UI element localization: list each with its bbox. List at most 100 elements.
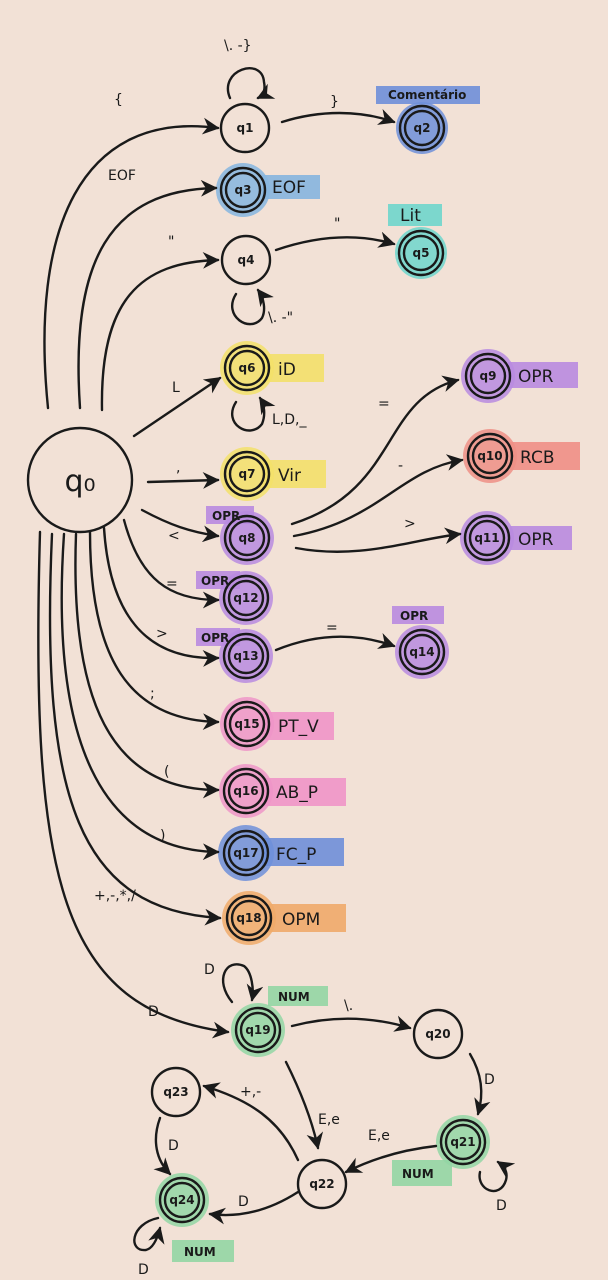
halo-q17 (218, 825, 274, 881)
halo-q6 (220, 341, 274, 395)
edge-q8-q11 (294, 527, 462, 553)
state-q10 (466, 432, 514, 480)
label-q0-q6: L (172, 380, 180, 396)
state-q2 (398, 104, 446, 152)
token-label-q9: OPR (518, 367, 554, 387)
state-q15 (223, 700, 271, 748)
state-label-q5: q5 (413, 246, 430, 260)
edge-q21-q22 (344, 1144, 438, 1174)
state-q21 (439, 1118, 487, 1166)
label-q0-q13: > (156, 626, 168, 642)
label-q0-q15: ; (150, 686, 155, 702)
highlight-q18-orange (268, 904, 346, 932)
halo-q3 (216, 163, 270, 217)
token-label-q14: OPR (400, 609, 428, 623)
halo-q18 (222, 891, 276, 945)
label-q24-loop: D (138, 1262, 149, 1278)
highlight-q21-green (392, 1160, 452, 1186)
halo-q11 (460, 511, 514, 565)
label-q1-q2: } (330, 94, 339, 110)
edges (37, 67, 516, 1252)
halo-q16 (219, 764, 273, 818)
halo-q19 (231, 1003, 285, 1057)
highlight-q16-pink (262, 778, 346, 806)
state-q6 (223, 344, 271, 392)
highlight-q9-purple (508, 362, 578, 388)
label-q0-q4: " (168, 234, 174, 250)
label-q23-q24: D (168, 1138, 179, 1154)
token-label-q8: OPR (212, 509, 240, 523)
edge-q19-q22 (284, 1060, 324, 1150)
highlight-q15-pink (262, 712, 334, 740)
token-label-q11: OPR (518, 530, 554, 550)
label-q0-q18: +,-,*,/ (94, 888, 136, 904)
state-q18 (225, 894, 273, 942)
edge-q21-loop (478, 1160, 516, 1193)
edge-q22-q24 (208, 1190, 300, 1225)
state-q24 (158, 1176, 206, 1224)
state-q17 (222, 829, 270, 877)
state-label-q2: q2 (414, 121, 431, 135)
halo-q13 (219, 629, 273, 683)
edge-q0-q16 (74, 532, 220, 799)
halo-q9 (461, 349, 515, 403)
label-q19-loop: D (204, 962, 215, 978)
token-label-q5: Lit (400, 206, 421, 226)
token-label-q24: NUM (184, 1245, 216, 1259)
state-label-q22: q22 (309, 1177, 334, 1191)
halo-q7 (220, 447, 274, 501)
label-q0-q7: , (176, 460, 180, 476)
edge-q4-loop (231, 288, 274, 326)
state-label-q20: q20 (425, 1027, 450, 1041)
state-q4 (220, 234, 272, 286)
token-label-q21: NUM (402, 1167, 434, 1181)
state-label-q14: q14 (409, 645, 434, 659)
highlight-q24-green (172, 1240, 234, 1262)
state-q12 (222, 574, 270, 622)
label-q8-q11: > (404, 516, 416, 532)
edge-q22-q23 (202, 1082, 300, 1162)
state-label-q15: q15 (234, 717, 259, 731)
state-q1 (219, 102, 271, 154)
state-q0 (26, 426, 134, 534)
highlights (155, 86, 580, 1262)
state-label-q23: q23 (163, 1085, 188, 1099)
label-q19-q22: E,e (318, 1112, 340, 1128)
edge-q13-q14 (274, 633, 396, 652)
edge-q4-q5 (274, 231, 396, 252)
edge-q0-q6 (132, 376, 222, 438)
label-q20-q21: D (484, 1072, 495, 1088)
halo-q2 (396, 102, 448, 154)
edge-q0-q4 (100, 251, 220, 412)
state-label-q10: q10 (477, 449, 502, 463)
halo-q15 (220, 697, 274, 751)
state-labels: q₀ q1 q2 q3 q4 q5 q6 q7 q8 q9 q10 q11 q1… (64, 121, 502, 1207)
edge-q24-loop (133, 1216, 165, 1252)
highlight-q3-lightblue (262, 175, 320, 199)
state-label-q4: q4 (238, 253, 255, 267)
state-q9 (464, 352, 512, 400)
edge-q8-q10 (292, 454, 464, 538)
token-label-q17: FC_P (276, 845, 316, 865)
label-q22-q24: D (238, 1194, 249, 1210)
state-q5 (397, 229, 445, 277)
state-q7 (223, 450, 271, 498)
state-q11 (463, 514, 511, 562)
highlight-q17-blue (262, 838, 344, 866)
edge-q8-q9 (290, 375, 460, 526)
state-label-q16: q16 (233, 784, 258, 798)
state-label-q8: q8 (239, 531, 256, 545)
token-label-q7: Vir (278, 466, 301, 486)
token-label-q2: Comentário (388, 88, 466, 102)
highlight-q14-purple (392, 606, 444, 624)
halo-q12 (219, 571, 273, 625)
label-q0-q8: < (168, 528, 180, 544)
label-q21-q22: E,e (368, 1128, 390, 1144)
state-label-q18: q18 (236, 911, 261, 925)
label-q1-loop: \. -} (224, 38, 252, 54)
label-q4-q5: " (334, 216, 340, 232)
token-label-q3: EOF (272, 178, 306, 198)
edge-labels: { \. -} } EOF " " \. -" L L,D,_ , < = - … (94, 38, 507, 1278)
token-label-q6: iD (278, 360, 296, 380)
token-label-q19: NUM (278, 990, 310, 1004)
